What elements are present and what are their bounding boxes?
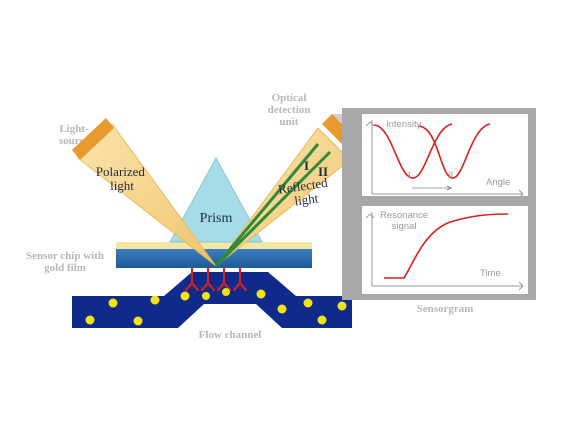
sensorgram-plot	[362, 206, 528, 294]
flow-channel-label: Flow channel	[198, 329, 262, 341]
flow-channel	[72, 272, 352, 328]
beam-II-label: II	[318, 164, 328, 179]
sensor-chip	[116, 249, 312, 268]
sensorgram-curve	[384, 213, 509, 279]
analyte-dots	[85, 289, 347, 326]
resonance-ylabel: Resonance signal	[380, 210, 429, 232]
polarized-light-line2: light	[110, 178, 134, 193]
reflected-light-label: Reflected light	[277, 174, 334, 210]
reflected-light-line1: Reflected	[277, 175, 329, 197]
antibodies	[184, 266, 248, 292]
beam-I-label: I	[304, 158, 309, 173]
reflected-light-line2: light	[293, 190, 319, 208]
angle-xlabel: Angle	[486, 177, 511, 188]
intensity-ylabel: Intensity	[386, 119, 422, 130]
marker-I: I	[408, 170, 411, 181]
intensity-curve-I	[373, 123, 453, 179]
marker-II: II	[448, 170, 454, 181]
beam-I	[214, 143, 320, 267]
sensor-chip-label: Sensor chip with gold film	[25, 250, 105, 274]
sensorgram-label: Sensorgram	[416, 303, 474, 315]
light-source-lamp	[72, 118, 114, 160]
prism	[169, 156, 263, 243]
polarized-light-line1: Polarized	[96, 164, 146, 179]
prism-label: Prism	[200, 211, 233, 226]
time-xlabel: Time	[480, 268, 501, 279]
intensity-curve-II	[417, 123, 491, 179]
intensity-plot	[362, 114, 528, 199]
gold-film	[116, 242, 312, 249]
beam-II	[214, 150, 332, 268]
polarized-light-label: Polarized light	[96, 164, 148, 193]
optical-detection-label: Optical detection unit	[267, 92, 311, 128]
